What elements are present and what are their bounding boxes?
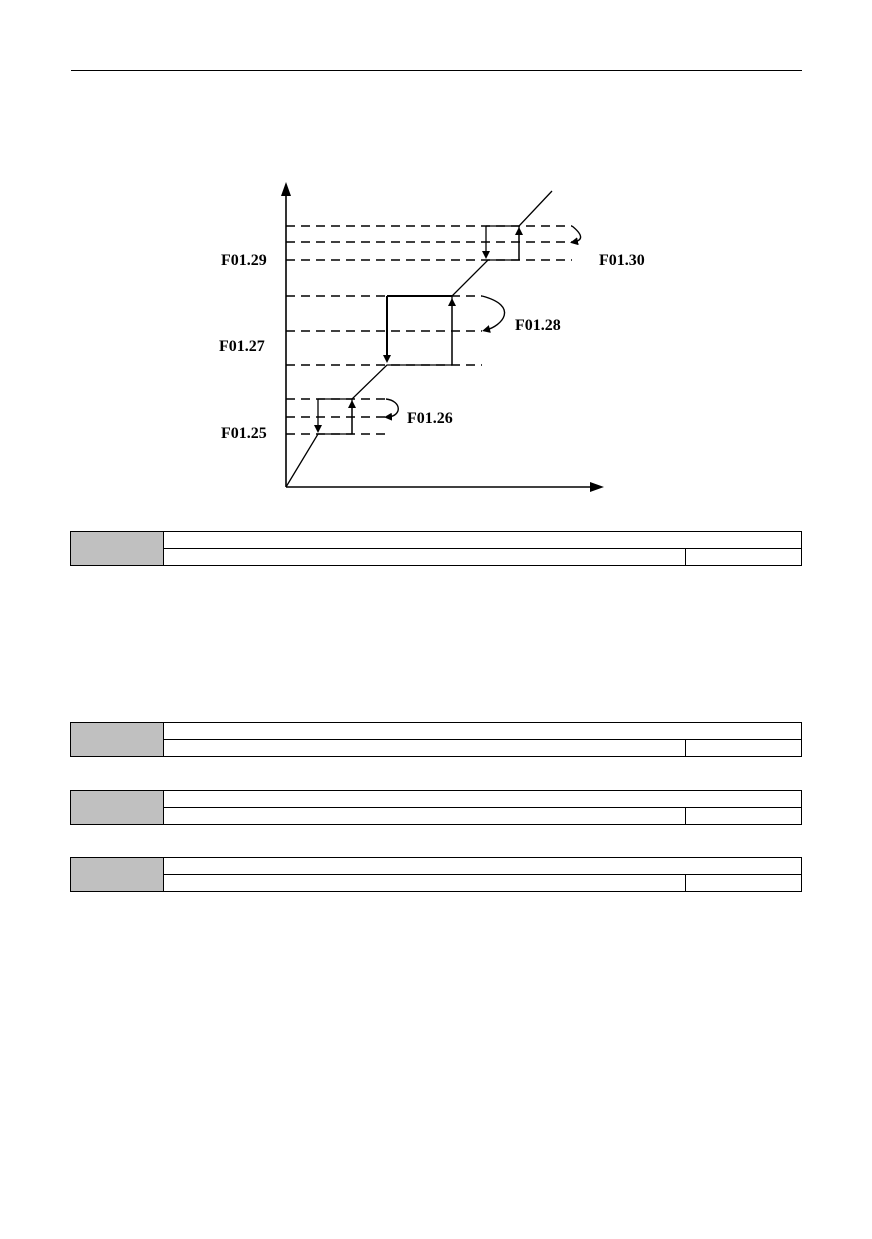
param-code-cell xyxy=(71,858,164,891)
param-default-cell xyxy=(686,549,801,565)
x-axis-arrow-icon xyxy=(590,482,604,492)
param-range-cell xyxy=(164,549,686,565)
param-name-cell xyxy=(164,723,801,740)
label-f0126: F01.26 xyxy=(407,410,453,427)
param-default-cell xyxy=(686,740,801,756)
param-range-cell xyxy=(164,808,686,824)
param-default-cell xyxy=(686,808,801,824)
label-f0129: F01.29 xyxy=(221,252,267,269)
param-code-cell xyxy=(71,791,164,824)
frequency-curve xyxy=(285,190,553,488)
label-f0130: F01.30 xyxy=(599,252,645,269)
param-range-cell xyxy=(164,875,686,891)
header-rule xyxy=(71,70,802,71)
param-table-1 xyxy=(70,531,802,566)
param-name-cell xyxy=(164,532,801,549)
param-table-3 xyxy=(70,790,802,825)
label-f0128: F01.28 xyxy=(515,317,561,334)
param-table-4 xyxy=(70,857,802,892)
y-axis-arrow-icon xyxy=(281,182,291,196)
band1-width-arrow xyxy=(384,398,399,421)
param-table-2 xyxy=(70,722,802,757)
param-name-cell xyxy=(164,858,801,875)
param-range-cell xyxy=(164,740,686,756)
param-code-cell xyxy=(71,532,164,565)
param-default-cell xyxy=(686,875,801,891)
band3-width-arrow xyxy=(570,225,582,246)
band2-width-arrow xyxy=(481,295,506,333)
param-name-cell xyxy=(164,791,801,808)
diagram-svg xyxy=(281,182,604,492)
param-code-cell xyxy=(71,723,164,756)
label-f0127: F01.27 xyxy=(219,338,265,355)
label-f0125: F01.25 xyxy=(221,425,267,442)
jump-frequency-diagram: F01.29 F01.30 F01.27 F01.28 F01.26 F01.2… xyxy=(200,140,670,525)
